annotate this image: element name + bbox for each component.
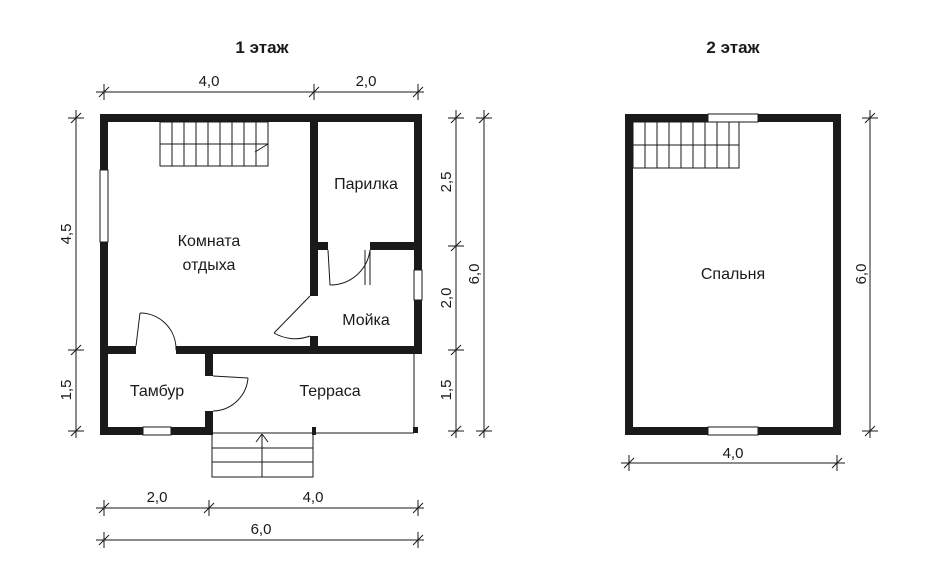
floor1-stairs bbox=[159, 121, 269, 167]
room-rest-line1: Комната bbox=[178, 233, 241, 250]
floor1-doors bbox=[135, 249, 371, 412]
room-vestibule: Тамбур bbox=[130, 383, 184, 400]
floor1-title: 1 этаж bbox=[235, 38, 289, 57]
room-wash: Мойка bbox=[342, 312, 390, 329]
floor2-stairs bbox=[632, 121, 740, 169]
floor2-title: 2 этаж bbox=[706, 38, 760, 57]
dim-floor2-width: 4,0 bbox=[723, 445, 744, 462]
dim-top-left: 4,0 bbox=[199, 73, 220, 90]
room-terrace: Терраса bbox=[299, 383, 360, 400]
room-bedroom: Спальня bbox=[701, 266, 765, 283]
dim-top-right: 2,0 bbox=[356, 73, 377, 90]
window-vestibule bbox=[142, 426, 172, 436]
room-rest-line2: отдыха bbox=[183, 257, 236, 274]
window-floor2-bottom bbox=[707, 426, 759, 436]
window-wash bbox=[413, 269, 423, 301]
dim-right-total: 6,0 bbox=[466, 264, 483, 285]
dim-bottom-left: 2,0 bbox=[147, 489, 168, 506]
dim-left-lower: 1,5 bbox=[58, 380, 75, 401]
dim-bottom-right: 4,0 bbox=[303, 489, 324, 506]
dim-left-upper: 4,5 bbox=[58, 224, 75, 245]
dim-floor2-height: 6,0 bbox=[853, 264, 870, 285]
dim-right-b: 2,0 bbox=[438, 288, 455, 309]
dim-right-a: 2,5 bbox=[438, 172, 455, 193]
dim-right-c: 1,5 bbox=[438, 380, 455, 401]
window-floor2-top bbox=[707, 113, 759, 123]
dim-bottom-total: 6,0 bbox=[251, 521, 272, 538]
floor1-dimension-lines bbox=[68, 84, 492, 548]
floor2-dimension-lines bbox=[621, 110, 878, 471]
entry-steps bbox=[211, 432, 314, 478]
terrace-post bbox=[413, 427, 418, 433]
window-west bbox=[99, 169, 109, 243]
room-steam: Парилка bbox=[334, 176, 398, 193]
